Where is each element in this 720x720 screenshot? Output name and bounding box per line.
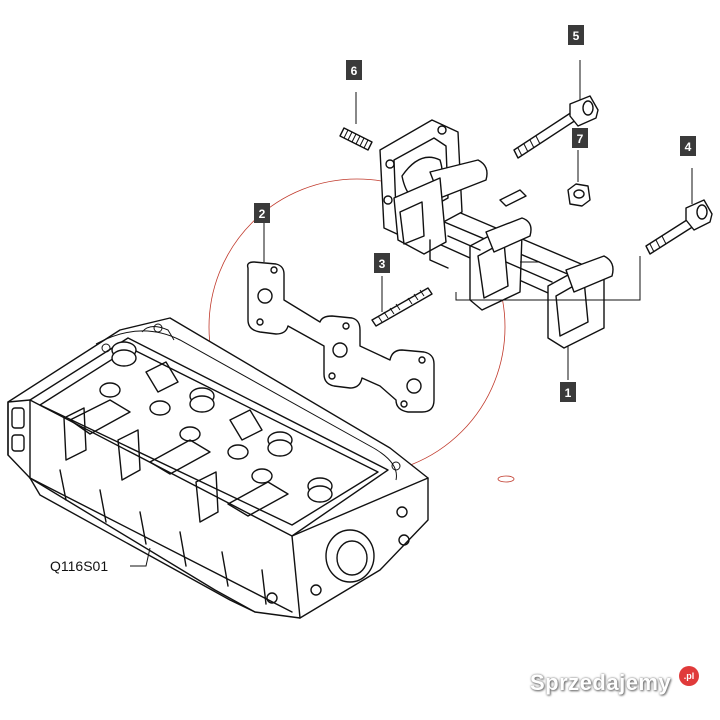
svg-text:5: 5: [573, 29, 580, 43]
cylinder-head: [7, 317, 429, 619]
svg-text:6: 6: [351, 64, 358, 78]
callout-2: 2: [254, 203, 270, 223]
svg-text:4: 4: [685, 140, 692, 154]
nut-part-7: [567, 150, 591, 207]
reference-leader: [130, 547, 151, 567]
callout-7: 7: [572, 128, 588, 148]
exhaust-manifold: [379, 119, 614, 349]
bolt-part-4: [645, 168, 713, 255]
callout-3: 3: [374, 253, 390, 273]
leader-part-manifold-guide: [455, 256, 641, 301]
watermark-suffix: .pl: [679, 666, 699, 686]
bolt-part-5: [513, 60, 599, 159]
svg-text:3: 3: [379, 257, 386, 271]
stud-part-3: [371, 276, 433, 327]
svg-text:7: 7: [577, 132, 584, 146]
manifold-gasket: [246, 261, 435, 413]
svg-text:1: 1: [565, 386, 572, 400]
watermark-text: Sprzedajemy: [530, 670, 672, 695]
callout-6: 6: [346, 60, 362, 80]
callout-1: 1: [560, 382, 576, 402]
reference-code: Q116S01: [50, 558, 108, 574]
svg-text:2: 2: [259, 207, 266, 221]
stud-part-6: [339, 92, 373, 151]
highlight-small-mark: [497, 475, 515, 483]
callout-4: 4: [680, 136, 696, 156]
callout-5: 5: [568, 25, 584, 45]
